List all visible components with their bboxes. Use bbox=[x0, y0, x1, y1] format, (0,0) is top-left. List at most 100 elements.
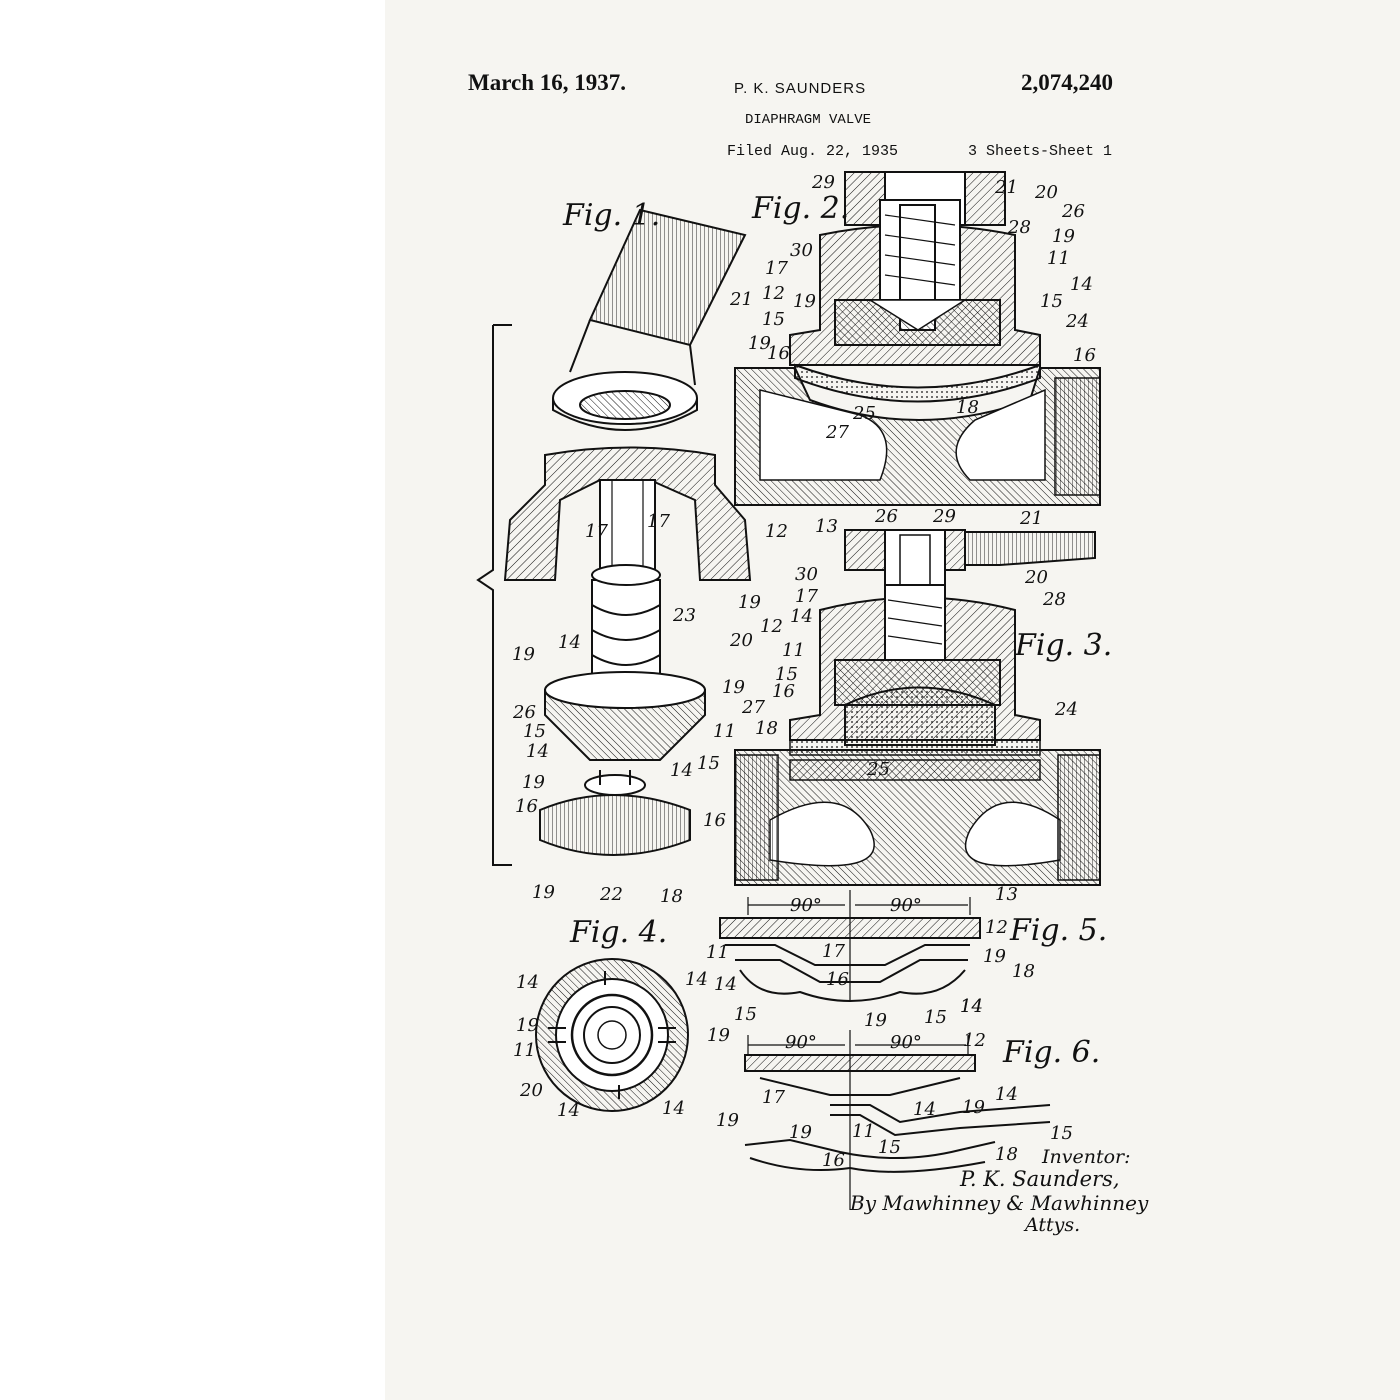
ref-numeral: 18 bbox=[956, 397, 979, 418]
ref-numeral: 19 bbox=[983, 946, 1006, 967]
ref-numeral: 26 bbox=[1061, 201, 1085, 222]
fig-6-label: Fig. 6. bbox=[1002, 1035, 1100, 1070]
ref-numeral: 21 bbox=[1019, 508, 1043, 529]
filed-date: Filed Aug. 22, 1935 bbox=[727, 143, 899, 160]
ref-numeral: 24 bbox=[1054, 699, 1078, 720]
ref-numeral: 14 bbox=[995, 1084, 1018, 1105]
ref-numeral: 15 bbox=[734, 1004, 757, 1025]
ref-numeral: 19 bbox=[512, 644, 535, 665]
ref-numeral: 30 bbox=[790, 240, 813, 261]
ref-numeral: 15 bbox=[775, 664, 798, 685]
ref-numeral: 12 bbox=[760, 616, 783, 637]
ref-numeral: 12 bbox=[985, 917, 1008, 938]
ref-numeral: 15 bbox=[762, 309, 785, 330]
fig-6-numerals: 12 17 14 19 14 19 15 11 15 19 16 18 bbox=[716, 1030, 1073, 1171]
fig5-angle-left: 90° bbox=[790, 895, 822, 916]
ref-numeral: 18 bbox=[995, 1144, 1018, 1165]
ref-numeral: 14 bbox=[960, 996, 983, 1017]
patent-title: DIAPHRAGM VALVE bbox=[745, 112, 872, 128]
ref-numeral: 22 bbox=[599, 884, 623, 905]
ref-numeral: 25 bbox=[852, 403, 876, 424]
ref-numeral: 20 bbox=[1024, 567, 1048, 588]
ref-numeral: 18 bbox=[1012, 961, 1035, 982]
ref-numeral: 30 bbox=[795, 564, 818, 585]
ref-numeral: 15 bbox=[1050, 1123, 1073, 1144]
ref-numeral: 28 bbox=[1007, 217, 1031, 238]
ref-numeral: 25 bbox=[866, 759, 890, 780]
fig-4-numerals: 14 14 19 19 11 20 14 14 bbox=[513, 969, 730, 1121]
ref-numeral: 14 bbox=[1070, 274, 1093, 295]
ref-numeral: 17 bbox=[822, 941, 845, 962]
ref-numeral: 17 bbox=[585, 521, 608, 542]
ref-numeral: 21 bbox=[729, 289, 753, 310]
ref-numeral: 24 bbox=[1065, 311, 1089, 332]
fig-2-label: Fig. 2. bbox=[751, 191, 849, 226]
figure-3-section-view bbox=[734, 529, 1101, 886]
ref-numeral: 15 bbox=[1040, 291, 1063, 312]
ref-numeral: 12 bbox=[963, 1030, 986, 1051]
ref-numeral: 14 bbox=[714, 974, 737, 995]
ref-numeral: 19 bbox=[722, 677, 745, 698]
ref-numeral: 16 bbox=[1073, 345, 1096, 366]
inventor-signature: P. K. Saunders, bbox=[959, 1167, 1120, 1191]
ref-numeral: 20 bbox=[729, 630, 753, 651]
inventor-label: Inventor: bbox=[1041, 1146, 1131, 1168]
ref-numeral: 18 bbox=[755, 718, 778, 739]
ref-numeral: 19 bbox=[793, 291, 816, 312]
ref-numeral: 17 bbox=[765, 258, 788, 279]
fig-1-label: Fig. 1. bbox=[562, 198, 660, 233]
fig-2-numerals: 29 21 20 26 28 19 11 30 17 12 19 14 15 1… bbox=[748, 172, 1096, 537]
ref-numeral: 19 bbox=[1052, 226, 1075, 247]
ref-numeral: 13 bbox=[995, 884, 1018, 905]
ref-numeral: 29 bbox=[811, 172, 835, 193]
ref-numeral: 12 bbox=[765, 521, 788, 542]
ref-numeral: 21 bbox=[994, 177, 1018, 198]
ref-numeral: 14 bbox=[790, 606, 813, 627]
ref-numeral: 17 bbox=[647, 511, 670, 532]
ref-numeral: 29 bbox=[932, 506, 956, 527]
ref-numeral: 14 bbox=[516, 972, 539, 993]
ref-numeral: 19 bbox=[738, 592, 761, 613]
ref-numeral: 20 bbox=[1034, 182, 1058, 203]
fig-5-label: Fig. 5. bbox=[1009, 913, 1107, 948]
ref-numeral: 11 bbox=[706, 942, 729, 963]
ref-numeral: 19 bbox=[522, 772, 545, 793]
sheet-count: 3 Sheets-Sheet 1 bbox=[968, 143, 1113, 160]
ref-numeral: 26 bbox=[512, 702, 536, 723]
ref-numeral: 11 bbox=[513, 1040, 536, 1061]
fig-3-label: Fig. 3. bbox=[1014, 628, 1112, 663]
ref-numeral: 14 bbox=[662, 1098, 685, 1119]
figure-5-detail bbox=[719, 890, 981, 1002]
ref-numeral: 11 bbox=[852, 1121, 875, 1142]
signature-block: Inventor: P. K. Saunders, By Mawhinney &… bbox=[849, 1146, 1149, 1236]
ref-numeral: 14 bbox=[960, 996, 983, 1017]
ref-numeral: 13 bbox=[815, 516, 838, 537]
ref-numeral: 19 bbox=[516, 1015, 539, 1036]
ref-numeral: 18 bbox=[660, 886, 683, 907]
patent-date: March 16, 1937. bbox=[468, 70, 627, 95]
ref-numeral: 19 bbox=[962, 1097, 985, 1118]
ref-numeral: 26 bbox=[874, 506, 898, 527]
figure-4-top-view bbox=[535, 958, 689, 1112]
ref-numeral: 16 bbox=[822, 1150, 845, 1171]
fig-4-label: Fig. 4. bbox=[569, 915, 667, 950]
patent-number: 2,074,240 bbox=[1021, 70, 1113, 95]
ref-numeral: 15 bbox=[924, 1007, 947, 1028]
ref-numeral: 19 bbox=[864, 1010, 887, 1031]
ref-numeral: 19 bbox=[707, 1025, 730, 1046]
inventor-name: P. K. SAUNDERS bbox=[734, 80, 867, 97]
ref-numeral: 17 bbox=[795, 586, 818, 607]
ref-numeral: 19 bbox=[748, 333, 771, 354]
ref-numeral: 19 bbox=[789, 1122, 812, 1143]
ref-numeral: 16 bbox=[515, 796, 538, 817]
ref-numeral: 14 bbox=[685, 969, 708, 990]
ref-numeral: 14 bbox=[557, 1100, 580, 1121]
fig6-angle-right: 90° bbox=[890, 1032, 922, 1053]
ref-numeral: 16 bbox=[703, 810, 726, 831]
fig5-angle-right: 90° bbox=[890, 895, 922, 916]
ref-numeral: 14 bbox=[913, 1099, 936, 1120]
fig-5-numerals: 12 11 17 19 18 16 14 14 15 19 15 14 bbox=[706, 917, 1035, 1031]
ref-numeral: 14 bbox=[670, 760, 693, 781]
ref-numeral: 23 bbox=[672, 605, 696, 626]
